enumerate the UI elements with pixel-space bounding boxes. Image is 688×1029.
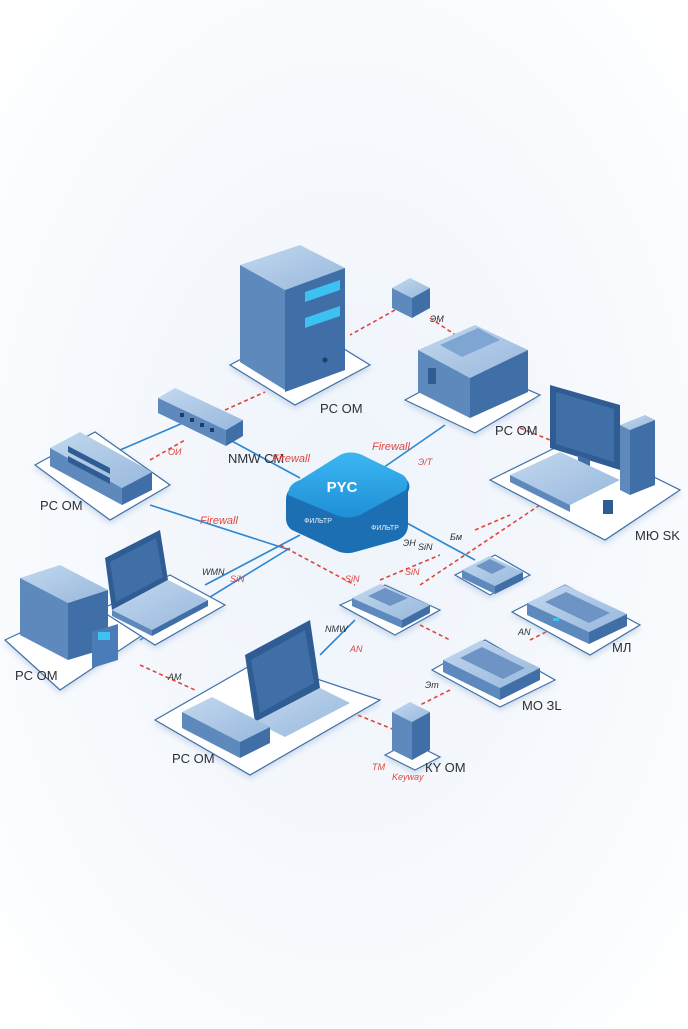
link-red-mid-hub2: [379, 554, 441, 581]
blk-b8: AN: [517, 627, 531, 637]
link-red-hub-mid: [279, 544, 356, 586]
red-firewall-mid: Firewall: [372, 441, 410, 453]
link-hub-laptop: [204, 534, 301, 586]
laptop-icon[interactable]: [105, 530, 208, 636]
label-rack-left: PC ОМ: [40, 498, 83, 513]
link-switch-hub: [229, 439, 301, 479]
hub-caption-right: ФИЛЬТР: [371, 525, 399, 532]
label-tower-left: PC ОМ: [15, 668, 58, 683]
blk-b7: Эm: [425, 680, 439, 690]
printer-icon[interactable]: [418, 325, 528, 418]
label-mini-tower: КY ОМ: [425, 760, 466, 775]
label-server-tower: PC ОМ: [320, 401, 363, 416]
red-labels: Firewall Firewall Firewall ОИ Э/Т SiN Si…: [168, 441, 434, 782]
blk-b6: АМ: [167, 672, 182, 682]
hub-caption-left: ФИЛЬТР: [304, 518, 332, 525]
keyboard-icon[interactable]: [527, 585, 627, 644]
mini-tower-icon[interactable]: [392, 702, 430, 760]
desktop-monitor-icon[interactable]: [510, 385, 655, 514]
red-s1: ОИ: [168, 447, 182, 457]
blk-b3: Бм: [450, 532, 462, 542]
link-red-switch-server: [224, 391, 266, 411]
link-rack-hub: [149, 504, 291, 551]
connection-lines: [119, 309, 561, 731]
blk-b5: ЭМ: [430, 314, 444, 324]
red-s3: SiN: [230, 574, 245, 584]
keyboard-icon[interactable]: [443, 640, 540, 700]
black-small-labels: WMN NMW Бм SiN ЭМ АМ Эm AN ЭН: [167, 314, 531, 690]
link-red-kbd-mini: [419, 689, 451, 706]
keyboard-icon[interactable]: [462, 556, 523, 594]
label-printer: PC ОМ: [495, 423, 538, 438]
red-tm: ТМ: [372, 762, 386, 772]
red-firewall-top: Firewall: [272, 453, 310, 465]
red-firewall-small: Firewall: [200, 515, 238, 527]
blk-b1: WMN: [202, 567, 225, 577]
hub-title: PYC: [327, 479, 358, 496]
link-mid-bottom: [319, 619, 356, 656]
red-an: AN: [349, 644, 363, 654]
label-laptop-bottom: PC ОМ: [172, 751, 215, 766]
keyboard-icon[interactable]: [352, 584, 430, 628]
link-printer-hub: [379, 424, 446, 471]
link-red-tower-laptop: [139, 664, 196, 691]
link-red-right-dev: [474, 514, 511, 531]
blk-b9: ЭН: [403, 538, 416, 548]
link-rack-switch: [119, 419, 191, 451]
network-switch-icon[interactable]: [158, 388, 243, 446]
red-s2: Э/Т: [418, 457, 434, 467]
tower-pc-icon[interactable]: [20, 565, 118, 668]
server-tower-icon[interactable]: [240, 245, 345, 392]
link-red-hub-right: [419, 504, 541, 586]
red-keyway: Keyway: [392, 772, 424, 782]
link-red-box-server: [349, 309, 396, 336]
red-s5: SiN: [405, 567, 420, 577]
blk-b4: SiN: [418, 542, 433, 552]
label-keyboard-device: МО ЗL: [522, 698, 562, 713]
link-hub-device-right: [404, 521, 476, 561]
device-labels: PC ОМ PC ОМ МЮ SK PC ОМ NMW СМ PC ОМ PC …: [15, 401, 680, 775]
link-red-mid-kbd: [419, 624, 451, 641]
link-red-desktop: [519, 427, 551, 441]
label-switch-right: МЛ: [612, 640, 631, 655]
label-desktop-right: МЮ SK: [635, 528, 680, 543]
link-red-kbd-switch: [529, 624, 561, 641]
laptop-icon[interactable]: [182, 620, 350, 758]
label-network-center: NMW СМ: [228, 451, 284, 466]
hub-router-icon[interactable]: PYC ФИЛЬТР ФИЛЬТР: [286, 452, 410, 554]
red-s4: SiN: [345, 574, 360, 584]
rack-server-icon[interactable]: [50, 432, 152, 505]
small-box-icon[interactable]: [392, 278, 430, 318]
blk-b2: NMW: [325, 624, 349, 634]
